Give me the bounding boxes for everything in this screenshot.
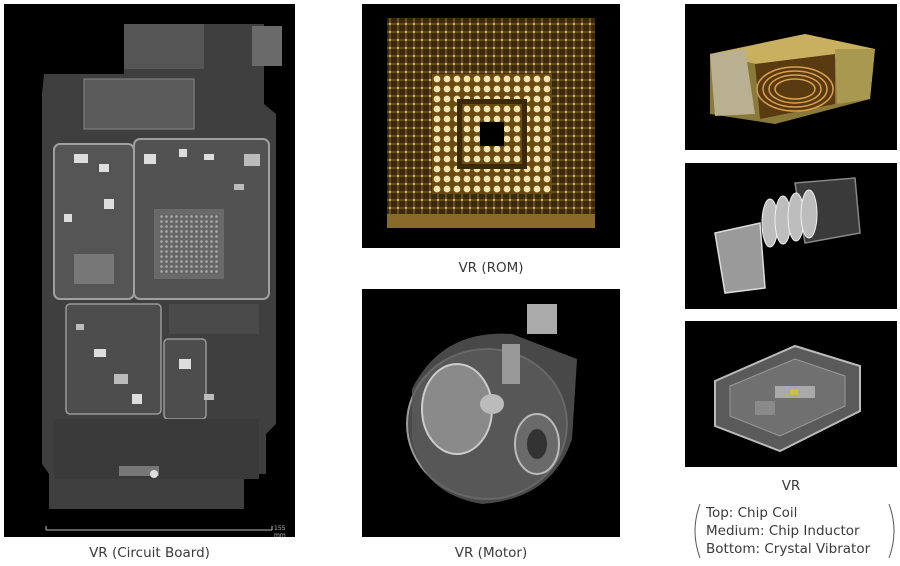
component-legend: Top: Chip Coil Medium: Chip Inductor Bot…: [692, 500, 897, 562]
caption-motor: VR (Motor): [454, 545, 528, 561]
legend-bottom: Bottom: Crystal Vibrator: [706, 541, 871, 557]
motor-image: [362, 289, 620, 537]
crystal-vibrator-image: [685, 321, 897, 467]
caption-vr: VR: [781, 478, 801, 494]
legend-medium: Medium: Chip Inductor: [706, 523, 860, 539]
rom-image: [362, 4, 620, 248]
chip-inductor-image: [685, 163, 897, 309]
caption-circuit-board: VR (Circuit Board): [89, 545, 210, 561]
scale-bar-label: 155 mm: [274, 525, 286, 537]
caption-rom: VR (ROM): [458, 260, 524, 276]
legend-top: Top: Chip Coil: [706, 505, 798, 521]
circuit-board-image: 155 mm: [4, 4, 295, 537]
chip-coil-image: [685, 4, 897, 150]
